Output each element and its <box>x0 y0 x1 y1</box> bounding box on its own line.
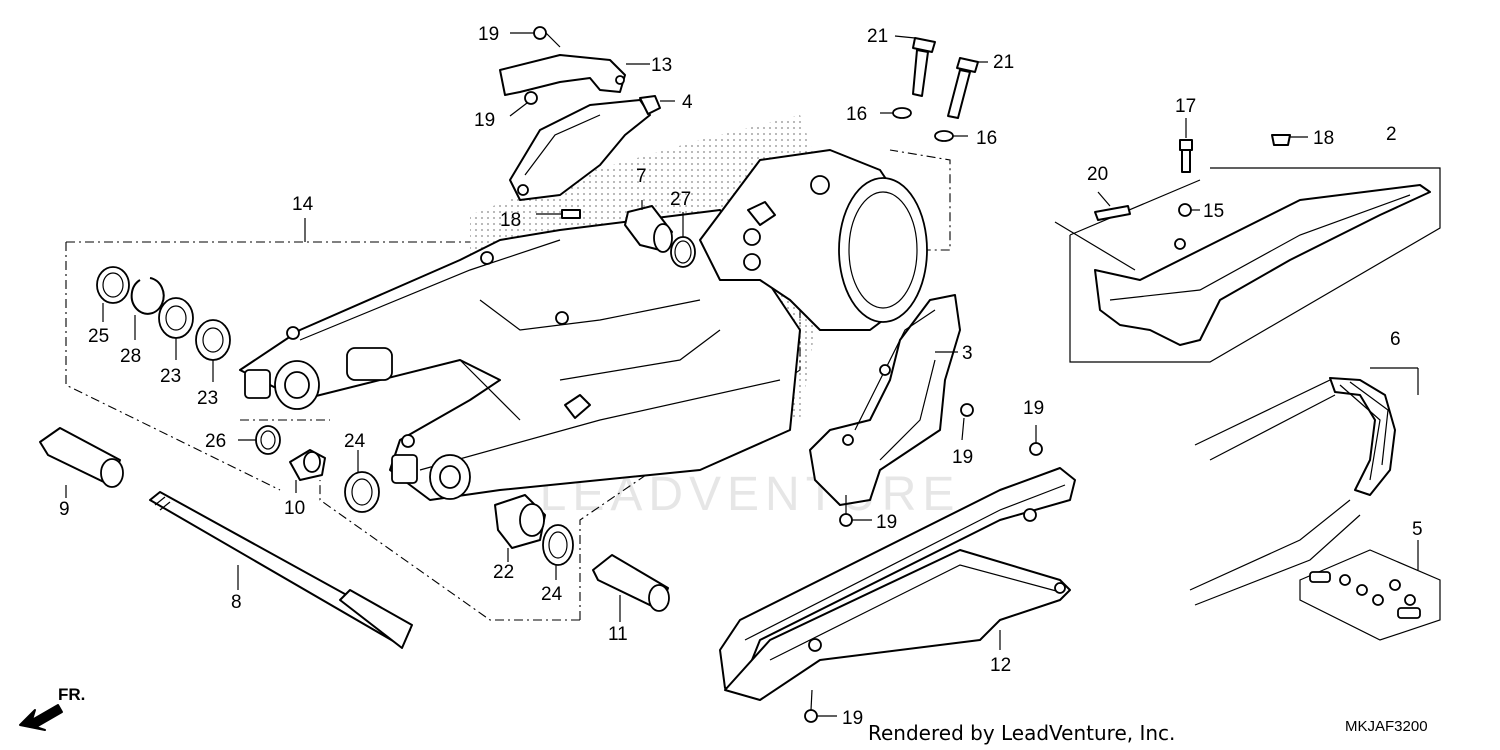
callout-13: 13 <box>651 55 672 76</box>
callout-20: 20 <box>1087 164 1108 185</box>
part-7-bushing <box>624 200 673 253</box>
callout-27: 27 <box>670 189 691 210</box>
swingarm-main <box>239 209 801 501</box>
part-8-pivot-shaft <box>149 491 413 649</box>
part-13-bracket <box>499 54 650 96</box>
bolt-19-b <box>509 91 538 117</box>
bolt-19-f <box>804 689 837 723</box>
callout-26: 26 <box>205 431 226 452</box>
bolt-21-b <box>947 57 988 119</box>
diagram-code: MKJAF3200 <box>1345 718 1428 735</box>
callout-18: 18 <box>500 210 521 231</box>
washer-16-a <box>880 107 912 119</box>
callout-19: 19 <box>952 447 973 468</box>
swingarm-housing <box>699 149 928 331</box>
callout-17: 17 <box>1175 96 1196 117</box>
bolt-19-e <box>1029 425 1043 456</box>
callout-16: 16 <box>846 104 867 125</box>
part-12-chain-case <box>719 467 1076 701</box>
callout-15: 15 <box>1203 201 1224 222</box>
callout-18: 18 <box>1313 128 1334 149</box>
bolt-19-a <box>510 26 561 48</box>
frame-outline <box>319 149 951 621</box>
part-23-bearing-b <box>195 319 231 382</box>
bolt-19-d <box>839 495 872 527</box>
bolt-18-b <box>1271 134 1308 146</box>
callout-28: 28 <box>120 346 141 367</box>
callout-2: 2 <box>1386 124 1397 145</box>
callout-10: 10 <box>284 498 305 519</box>
part-5-chain-joint <box>1299 540 1441 641</box>
part-2-box <box>1069 167 1441 363</box>
callout-21: 21 <box>867 26 888 47</box>
front-direction-arrow: FR. <box>19 685 85 731</box>
callout-25: 25 <box>88 326 109 347</box>
callout-labels: 19 13 4 19 7 27 18 14 21 21 16 16 17 18 … <box>59 24 1423 729</box>
part-6-chain <box>1189 367 1419 606</box>
part-2-fender <box>1094 184 1431 346</box>
callout-9: 9 <box>59 499 70 520</box>
part-26-seal <box>238 425 281 455</box>
bolt-19-c <box>960 403 974 441</box>
part-28-circlip <box>130 277 165 340</box>
callout-24: 24 <box>344 431 366 452</box>
callout-23: 23 <box>160 366 181 387</box>
part-4-guard <box>509 95 675 201</box>
callout-19: 19 <box>842 708 863 729</box>
part-27-oring <box>670 212 696 268</box>
callout-16: 16 <box>976 128 997 149</box>
callout-24: 24 <box>541 584 563 605</box>
part-23-bearing-a <box>158 297 194 360</box>
callout-8: 8 <box>231 592 242 613</box>
group-14-outline <box>65 218 470 491</box>
callout-3: 3 <box>962 343 973 364</box>
render-credit: Rendered by LeadVenture, Inc. <box>868 721 1175 745</box>
part-22-bearing <box>494 494 546 562</box>
callout-12: 12 <box>990 655 1011 676</box>
callout-23: 23 <box>197 388 218 409</box>
part-24-seal-a <box>344 450 380 513</box>
callout-4: 4 <box>682 92 693 113</box>
collar-15 <box>1178 203 1200 217</box>
part-3-cover <box>809 294 961 506</box>
part-24-seal-b <box>542 524 574 580</box>
clip-20 <box>1094 191 1131 221</box>
part-11-collar <box>592 554 670 622</box>
callout-22: 22 <box>493 562 514 583</box>
callout-21: 21 <box>993 52 1014 73</box>
callout-19: 19 <box>478 24 499 45</box>
callout-14: 14 <box>292 194 314 215</box>
washer-16-b <box>934 130 968 142</box>
callout-5: 5 <box>1412 519 1423 540</box>
part-9-collar <box>39 427 124 498</box>
callout-19: 19 <box>876 512 897 533</box>
bolt-21-a <box>894 35 936 97</box>
front-direction-label: FR. <box>58 685 85 704</box>
part-10-collar <box>289 449 326 493</box>
callout-19: 19 <box>1023 398 1044 419</box>
callout-19: 19 <box>474 110 495 131</box>
callout-7: 7 <box>636 166 647 187</box>
callout-6: 6 <box>1390 329 1401 350</box>
bolt-18-a <box>536 209 581 219</box>
bolt-17 <box>1179 118 1193 173</box>
part-25-seal <box>96 266 130 322</box>
callout-11: 11 <box>608 624 628 645</box>
